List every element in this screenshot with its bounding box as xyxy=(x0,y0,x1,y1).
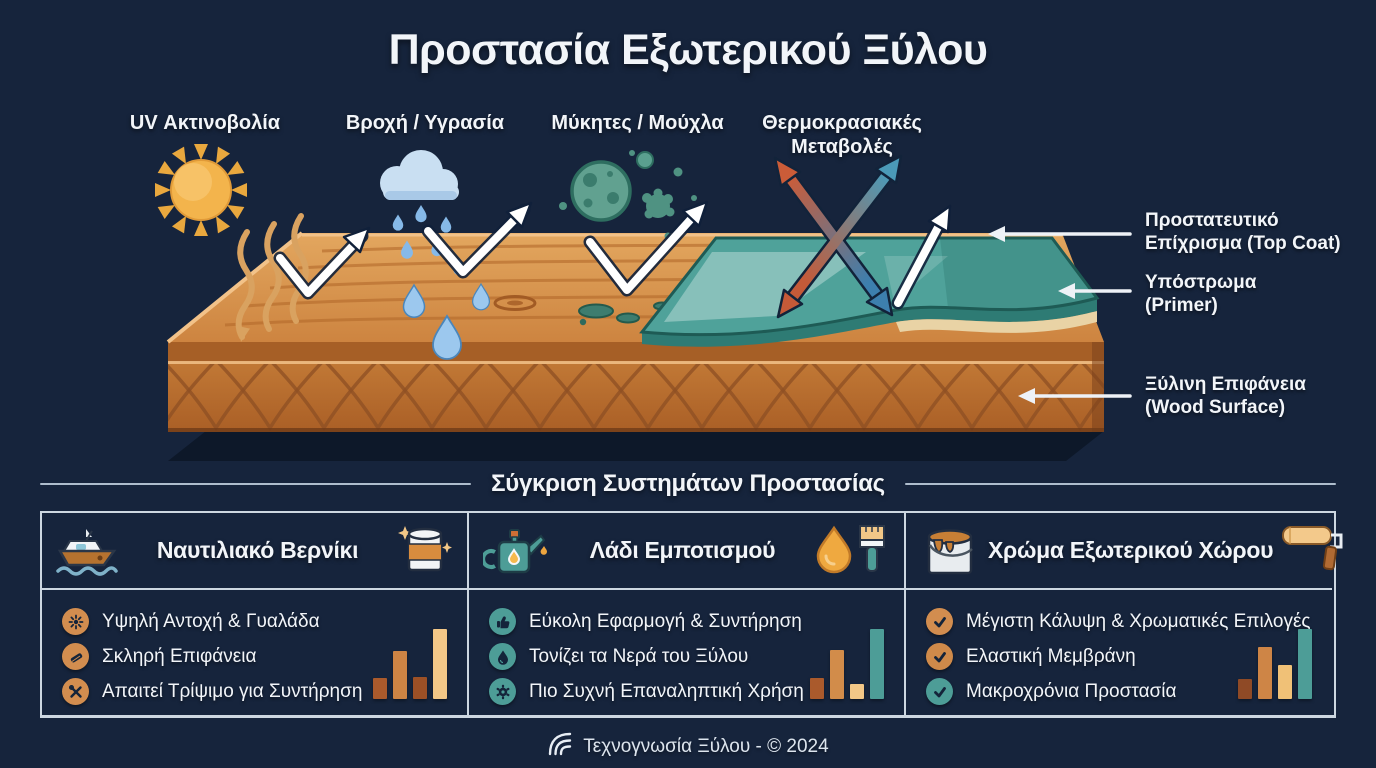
durability-bar-chart xyxy=(373,629,447,699)
oil-can-icon xyxy=(483,524,549,578)
footer-text: Τεχνογνωσία Ξύλου - © 2024 xyxy=(583,735,829,757)
feature-row: Υψηλή Αντοχή & Γυαλάδα xyxy=(62,604,451,639)
feature-text: Πιο Συχνή Επαναληπτική Χρήση xyxy=(529,680,804,702)
layer-label-top-coat: Προστατευτικό Επίχρισμα (Top Coat) xyxy=(1145,209,1360,255)
thumbs-up-icon xyxy=(489,608,516,635)
column-title: Ναυτιλιακό Βερνίκι xyxy=(156,537,359,563)
bounce-arrows xyxy=(273,200,952,310)
layer-label-line: (Wood Surface) xyxy=(1145,397,1286,418)
feature-text: Τονίζει τα Νερά του Ξύλου xyxy=(529,645,749,667)
feature-row: Απαιτεί Τρίψιμο για Συντήρηση xyxy=(62,674,451,709)
feature-text: Μακροχρόνια Προστασία xyxy=(966,680,1177,702)
comparison-title: Σύγκριση Συστημάτων Προστασίας xyxy=(491,470,885,497)
feature-row: Εύκολη Εφαρμογή & Συντήρηση xyxy=(489,604,888,639)
check-icon xyxy=(926,608,953,635)
wood-grain-logo xyxy=(547,731,573,762)
mini-bar xyxy=(373,678,387,699)
feature-row: Μέγιστη Κάλυψη & Χρωματικές Επιλογές xyxy=(926,604,1316,639)
threat-label-temperature: Θερμοκρασιακές Μεταβολές xyxy=(762,112,922,158)
check-icon xyxy=(926,643,953,670)
column-impregnation-oil: Λάδι Εμποτισμού xyxy=(467,513,904,715)
mini-bar xyxy=(830,650,844,699)
check-icon xyxy=(926,678,953,705)
durability-bar-chart xyxy=(1238,629,1312,699)
feature-text: Μέγιστη Κάλυψη & Χρωματικές Επιλογές xyxy=(966,610,1311,632)
comparison-table: Ναυτιλιακό Βερνίκι xyxy=(40,511,1343,718)
divider-line xyxy=(40,483,472,485)
feature-row: Μακροχρόνια Προστασία xyxy=(926,674,1316,709)
column-marine-varnish: Ναυτιλιακό Βερνίκι xyxy=(42,513,467,715)
feature-text: Απαιτεί Τρίψιμο για Συντήρηση xyxy=(102,680,363,702)
column-header: Χρώμα Εξωτερικού Χώρου xyxy=(906,513,1343,590)
feature-row: Πιο Συχνή Επαναληπτική Χρήση xyxy=(489,674,888,709)
feature-row: Τονίζει τα Νερά του Ξύλου xyxy=(489,639,888,674)
column-exterior-paint: Χρώμα Εξωτερικού Χώρου xyxy=(904,513,1343,715)
gear-icon xyxy=(489,678,516,705)
column-body: Μέγιστη Κάλυψη & Χρωματικές Επιλογές Ελα… xyxy=(906,590,1332,715)
mini-bar xyxy=(1238,679,1252,699)
sun-icon xyxy=(155,144,247,236)
mini-bar xyxy=(413,677,427,699)
mini-bar xyxy=(433,629,447,699)
rain-cloud-icon xyxy=(380,150,465,276)
mold-patches xyxy=(578,301,671,326)
mini-bar xyxy=(870,629,884,699)
boat-icon xyxy=(56,525,120,577)
mini-bar xyxy=(1258,647,1272,699)
temperature-arrows-icon xyxy=(773,154,903,319)
wood-protection-illustration xyxy=(155,144,1132,461)
column-body: Εύκολη Εφαρμογή & Συντήρηση Τονίζει τα Ν… xyxy=(469,590,904,715)
primer-layer xyxy=(896,311,1097,333)
layer-label-line: (Primer) xyxy=(1145,295,1218,316)
layer-label-line: Προστατευτικό xyxy=(1145,210,1279,231)
threat-label-rain: Βροχή / Υγρασία xyxy=(345,112,505,134)
feature-row: Σκληρή Επιφάνεια xyxy=(62,639,451,674)
column-header: Ναυτιλιακό Βερνίκι xyxy=(42,513,467,590)
mini-bar xyxy=(1278,665,1292,699)
durability-bar-chart xyxy=(810,629,884,699)
feature-text: Υψηλή Αντοχή & Γυαλάδα xyxy=(102,610,320,632)
layer-label-line: Υπόστρωμα xyxy=(1145,272,1257,293)
shine-icon xyxy=(62,608,89,635)
droplet-brush-icon xyxy=(816,522,890,580)
feature-row: Ελαστική Μεμβράνη xyxy=(926,639,1316,674)
layer-label-line: Ξύλινη Επιφάνεια xyxy=(1145,374,1306,395)
column-body: Υψηλή Αντοχή & Γυαλάδα Σκληρή Επιφάνεια xyxy=(42,590,467,715)
feature-text: Σκληρή Επιφάνεια xyxy=(102,645,257,667)
threat-label-uv: UV Ακτινοβολία xyxy=(129,112,281,134)
footer: Τεχνογνωσία Ξύλου - © 2024 xyxy=(0,731,1376,762)
layer-label-wood-surface: Ξύλινη Επιφάνεια (Wood Surface) xyxy=(1145,373,1360,419)
varnish-can-icon xyxy=(395,522,453,580)
paint-roller-icon xyxy=(1281,523,1347,579)
page-title: Προστασία Εξωτερικού Ξύλου xyxy=(388,26,988,74)
feature-text: Εύκολη Εφαρμογή & Συντήρηση xyxy=(529,610,802,632)
column-title: Χρώμα Εξωτερικού Χώρου xyxy=(988,537,1274,563)
column-header: Λάδι Εμποτισμού xyxy=(469,513,904,590)
mini-bar xyxy=(1298,629,1312,699)
sanding-block-icon xyxy=(62,643,89,670)
uv-rays xyxy=(235,213,309,342)
board-shadow xyxy=(168,431,1104,461)
droplet-icon xyxy=(489,643,516,670)
crossed-tools-icon xyxy=(62,678,89,705)
layer-label-line: Επίχρισμα (Top Coat) xyxy=(1145,233,1341,254)
paint-can-icon xyxy=(920,523,980,579)
threat-label-mold: Μύκητες / Μούχλα xyxy=(551,112,724,134)
mold-icon xyxy=(559,150,697,240)
comparison-section-header: Σύγκριση Συστημάτων Προστασίας xyxy=(40,467,1337,501)
column-title: Λάδι Εμποτισμού xyxy=(589,537,776,563)
mini-bar xyxy=(393,651,407,699)
layer-label-primer: Υπόστρωμα (Primer) xyxy=(1145,271,1360,317)
mini-bar xyxy=(810,678,824,699)
mini-bar xyxy=(850,684,864,699)
divider-line xyxy=(904,483,1337,485)
layer-pointer-arrows xyxy=(988,226,1132,404)
feature-text: Ελαστική Μεμβράνη xyxy=(966,645,1136,667)
